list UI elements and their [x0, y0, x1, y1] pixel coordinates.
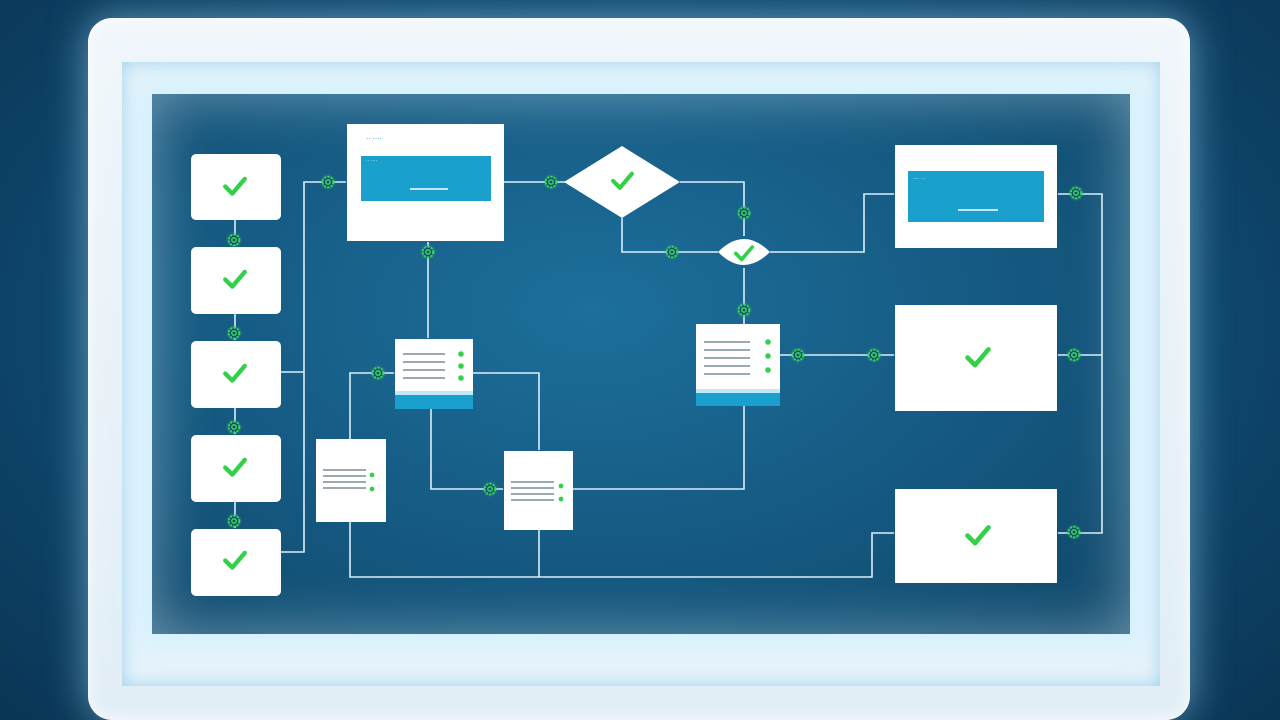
- checklist-item[interactable]: [191, 341, 281, 408]
- decision-node-small[interactable]: [718, 239, 770, 265]
- result-panel[interactable]: ···· ···: [895, 145, 1057, 248]
- checklist-column: [191, 154, 281, 596]
- approval-box[interactable]: [895, 305, 1057, 411]
- gear-icon: [371, 366, 385, 380]
- connector-line: [573, 406, 745, 490]
- approval-box[interactable]: [895, 489, 1057, 583]
- gear-icon: [867, 348, 881, 362]
- connector-line: [770, 193, 894, 253]
- document-card[interactable]: [504, 451, 573, 530]
- connector-line: [621, 218, 718, 253]
- gear-icon: [1067, 525, 1081, 539]
- checklist-item[interactable]: [191, 247, 281, 314]
- header-tag: ·· ····: [366, 135, 382, 143]
- checklist-item[interactable]: [191, 529, 281, 596]
- gear-icon: [483, 482, 497, 496]
- result-banner-line: [958, 209, 998, 211]
- form-card[interactable]: [395, 339, 473, 409]
- gear-icon: [421, 245, 435, 259]
- gear-icon: [544, 175, 558, 189]
- checklist-item[interactable]: [191, 435, 281, 502]
- gear-icon: [227, 514, 241, 528]
- gear-icon: [321, 175, 335, 189]
- gear-icon: [1069, 186, 1083, 200]
- connector-line: [680, 181, 745, 236]
- connector-line: [1058, 193, 1103, 534]
- decision-diamond[interactable]: [564, 146, 680, 218]
- gear-icon: [227, 233, 241, 247]
- gear-icon: [791, 348, 805, 362]
- checklist-item[interactable]: [191, 154, 281, 220]
- connector-line: [473, 372, 540, 450]
- header-banner-line: [410, 188, 448, 190]
- gear-icon: [1067, 348, 1081, 362]
- form-card[interactable]: [696, 324, 780, 406]
- gear-icon: [737, 206, 751, 220]
- gear-icon: [227, 326, 241, 340]
- result-banner-caption: ···· ···: [913, 176, 926, 182]
- document-card[interactable]: [316, 439, 386, 522]
- header-panel[interactable]: ·· ···· ·· ····: [347, 124, 504, 241]
- header-banner: [361, 156, 491, 201]
- header-banner-caption: ·· ····: [366, 158, 378, 164]
- connector-line: [430, 408, 503, 490]
- gear-icon: [665, 245, 679, 259]
- gear-icon: [227, 420, 241, 434]
- result-banner: [908, 171, 1044, 222]
- connector-line: [349, 372, 894, 578]
- gear-icon: [737, 303, 751, 317]
